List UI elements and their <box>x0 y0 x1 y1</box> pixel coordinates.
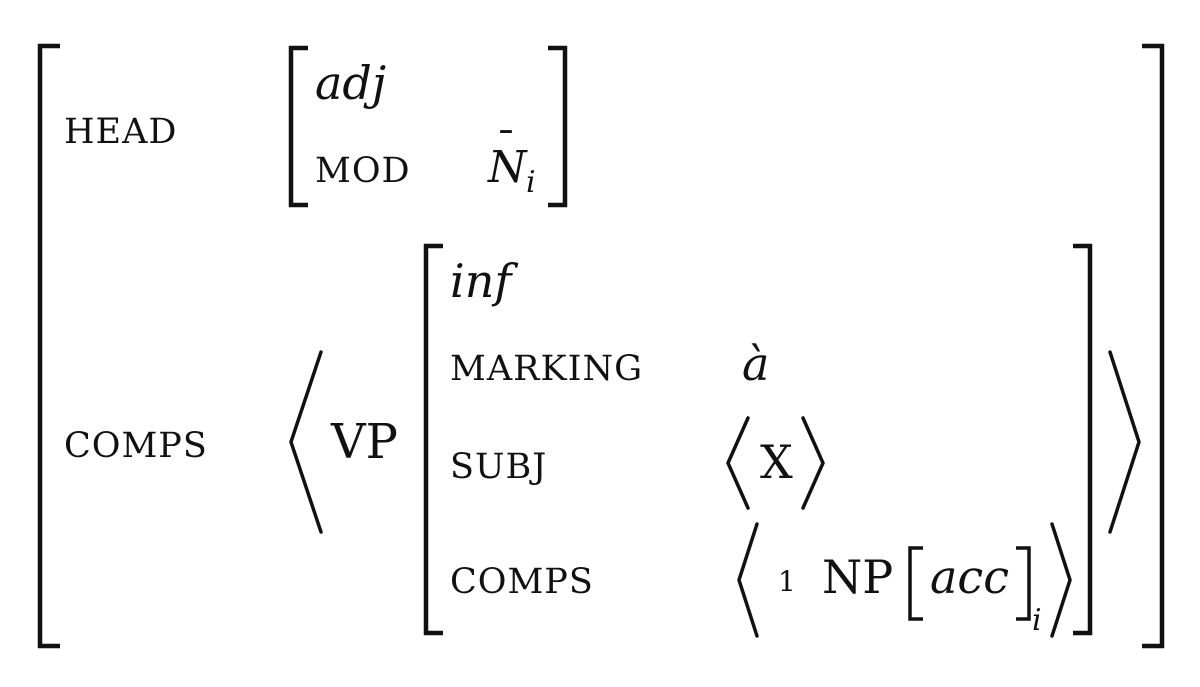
tag-1: 1 <box>778 565 796 598</box>
head-feature-label: HEAD <box>64 112 177 152</box>
head-type-adj: adj <box>315 56 386 110</box>
comps-feature-label: COMPS <box>64 426 208 466</box>
head-matrix-left-bracket <box>288 45 308 208</box>
comps-list-right-angle <box>1108 350 1141 534</box>
case-value: acc <box>930 550 1009 604</box>
mod-value-n: N <box>487 142 528 193</box>
outer-right-bracket <box>1142 43 1165 649</box>
vp-label: VP <box>330 414 398 470</box>
inner-comps-feature-label: COMPS <box>450 562 594 602</box>
vp-type-inf: inf <box>450 254 518 308</box>
case-right-bracket <box>1016 546 1031 621</box>
inner-comps-right-angle <box>1050 522 1072 638</box>
outer-left-bracket <box>37 43 60 649</box>
inner-comps-left-angle <box>737 522 759 638</box>
np-index: i <box>1032 603 1042 638</box>
vp-matrix-right-bracket <box>1073 243 1093 636</box>
subj-list-right-angle <box>801 416 825 510</box>
mod-feature-label: MOD <box>315 151 411 191</box>
subj-value: X <box>760 435 793 489</box>
subj-feature-label: SUBJ <box>450 447 547 487</box>
mod-value-bar: ¯ <box>496 124 516 170</box>
np-label: NP <box>822 550 893 604</box>
comps-list-left-angle <box>289 350 323 534</box>
head-matrix-right-bracket <box>548 45 568 208</box>
subj-list-left-angle <box>726 416 750 510</box>
marking-value: à <box>742 337 769 391</box>
case-left-bracket <box>908 546 923 621</box>
marking-feature-label: MARKING <box>450 349 643 389</box>
vp-matrix-left-bracket <box>423 243 443 636</box>
mod-value-index: i <box>526 165 536 200</box>
